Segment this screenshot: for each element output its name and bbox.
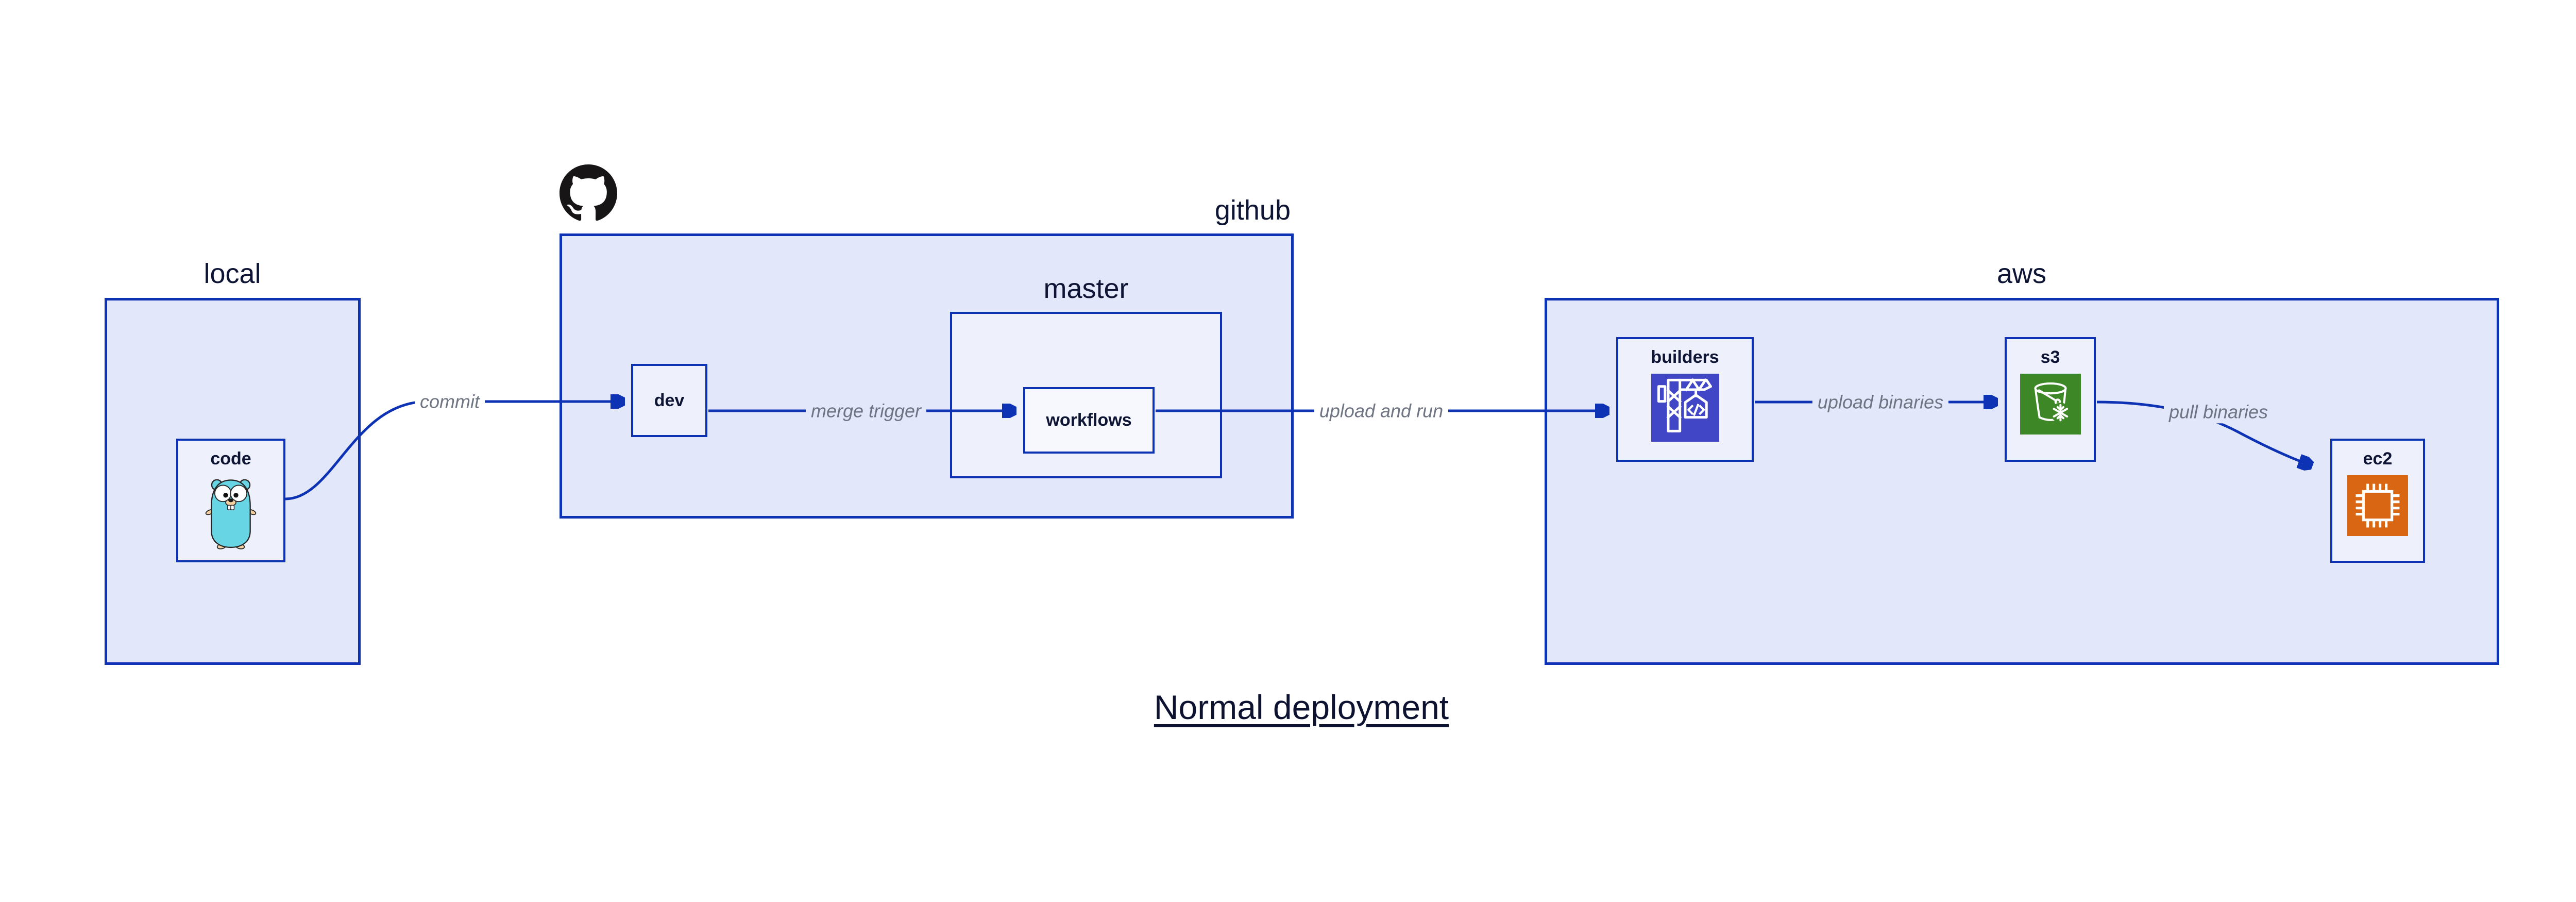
group-aws-label: aws	[1996, 258, 2047, 289]
go-gopher-icon	[200, 475, 261, 551]
node-builders: builders	[1616, 337, 1754, 462]
s3-glacier-bucket-icon	[2020, 374, 2081, 435]
node-dev-label: dev	[654, 390, 685, 410]
diagram-title: Normal deployment	[1154, 688, 1449, 726]
node-workflows-label: workflows	[1046, 410, 1132, 430]
edge-upload-binaries-label: upload binaries	[1812, 390, 1949, 414]
codebuild-crane-icon	[1651, 374, 1719, 442]
node-code: code	[176, 439, 285, 562]
node-code-label: code	[210, 449, 251, 469]
node-ec2: ec2	[2330, 439, 2425, 563]
node-dev: dev	[631, 364, 707, 437]
edge-commit-label: commit	[415, 390, 485, 413]
github-octocat-icon	[560, 164, 617, 222]
node-ec2-label: ec2	[2363, 449, 2393, 469]
edge-pull-binaries-label: pull binaries	[2163, 400, 2274, 424]
group-master-label: master	[1043, 273, 1129, 304]
ec2-chip-icon	[2347, 475, 2408, 536]
node-builders-label: builders	[1651, 347, 1719, 367]
group-github-label: github	[1214, 195, 1291, 226]
node-s3-label: s3	[2040, 347, 2060, 367]
group-local-label: local	[204, 258, 261, 289]
node-workflows: workflows	[1023, 387, 1155, 454]
edge-upload-and-run-label: upload and run	[1314, 399, 1449, 423]
edge-merge-trigger-label: merge trigger	[805, 399, 927, 423]
node-s3: s3	[2005, 337, 2096, 462]
